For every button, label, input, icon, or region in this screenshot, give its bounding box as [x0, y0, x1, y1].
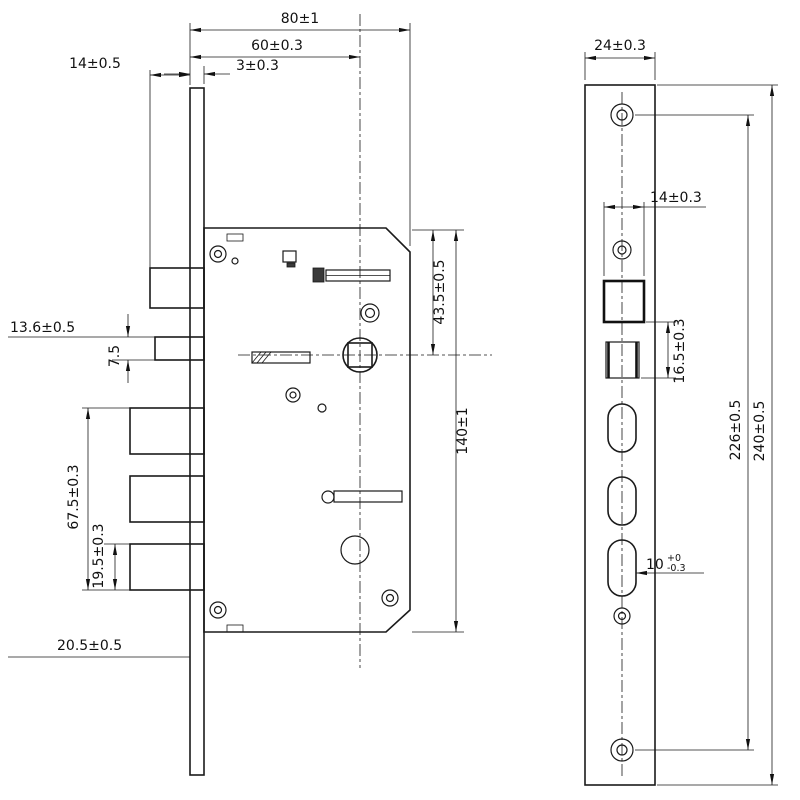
hatch-line [261, 351, 272, 364]
screw-post-bottom-center [213, 605, 223, 615]
screw-hole-bottom-center [616, 744, 628, 756]
deadbolt-slot-2 [607, 476, 637, 526]
pin-top [231, 257, 239, 265]
latch-tail-bar [251, 351, 311, 364]
screw-hole-top-center [616, 109, 628, 121]
dim-text-slot-tol-upper: +0 [667, 553, 681, 564]
screw-hole-top [610, 103, 634, 127]
hatch-line [256, 351, 267, 364]
bolt-hole [605, 341, 640, 379]
aux-bolt [154, 336, 205, 361]
faceplate-outline [584, 84, 656, 786]
latch-bolt [149, 267, 205, 309]
guide-post [360, 303, 380, 323]
guide-post-center [364, 307, 376, 319]
dim-text-case-height: 140±1 [455, 407, 471, 454]
lock-case-outline [203, 227, 411, 633]
aux-hole [612, 240, 632, 260]
side-view [129, 14, 492, 776]
latch-hole [602, 279, 646, 324]
hatch-line [251, 351, 262, 364]
top-tab [226, 233, 244, 242]
dim-text-latch-center-ref: 13.6±0.5 [10, 320, 75, 336]
lever-pivot [321, 490, 335, 504]
small-hole-bottom-center [617, 611, 627, 621]
small-hole-bottom [613, 607, 631, 625]
dim-text-faceplate-thickness: 3±0.3 [236, 58, 279, 74]
dim-text-latch-hole-width: 14±0.3 [650, 190, 702, 206]
screw-hole-bottom [610, 738, 634, 762]
screw-post-right-center [385, 593, 395, 603]
front-view [584, 84, 656, 786]
dim-text-slot-tol-lower: -0.3 [667, 563, 686, 574]
stop-block [282, 250, 297, 263]
screw-post-right [381, 589, 399, 607]
aux-hole-center [617, 245, 627, 255]
deadbolt-lever [333, 490, 403, 503]
dim-text-screw-spacing: 226±0.5 [728, 400, 744, 461]
dim-text-overall-depth: 80±1 [281, 11, 319, 27]
stop-block-foot [286, 262, 296, 268]
pivot-post [285, 387, 301, 403]
spindle-follower-circle [342, 337, 378, 373]
screw-post-top-center [213, 249, 223, 259]
dim-text-backset: 60±0.3 [251, 38, 303, 54]
bottom-tab [226, 624, 244, 633]
deadbolt-block-1 [129, 407, 205, 455]
deadbolt-block-2 [129, 475, 205, 523]
faceplate-edge [189, 87, 205, 776]
deadbolt-slot-1 [607, 403, 637, 453]
dim-text-top-to-spindle: 43.5±0.5 [432, 259, 448, 324]
front-view-dimensions: 24±0.3 14±0.3 16.5±0.3 10 +0 -0.3 226±0.… [584, 38, 778, 786]
dim-text-faceplate-width: 24±0.3 [594, 38, 646, 54]
screw-post-bottom [209, 601, 227, 619]
pivot-post-center [289, 391, 297, 399]
cylinder-hole [340, 535, 370, 565]
dim-text-bottom-ref: 20.5±0.5 [57, 638, 122, 654]
side-view-dimensions: 80±1 60±0.3 3±0.3 14±0.5 13.6±0.5 7.5 67… [8, 11, 471, 658]
dim-text-deadbolt-block-height: 19.5±0.3 [91, 523, 107, 588]
case-internals [209, 245, 403, 619]
small-pin [317, 403, 327, 413]
deadbolt-block-3 [129, 543, 205, 591]
dim-text-faceplate-length: 240±0.5 [752, 401, 768, 462]
deadbolt-slot-3 [607, 539, 637, 597]
dim-text-bolt-hole-height: 16.5±0.3 [672, 318, 688, 383]
spring-anchor [312, 267, 325, 283]
dim-text-deadbolt-span: 67.5±0.3 [66, 464, 82, 529]
spindle-follower-square [347, 342, 373, 368]
dim-text-aux-bolt-height: 7.5 [107, 345, 123, 367]
screw-post-top [209, 245, 227, 263]
dim-text-slot-width: 10 [646, 557, 664, 573]
dim-text-latch-projection: 14±0.5 [69, 56, 121, 72]
